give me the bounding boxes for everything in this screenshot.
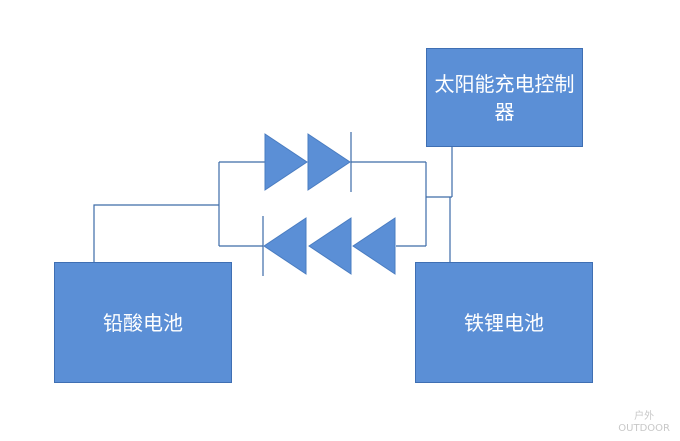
- diode-top-1: [264, 133, 308, 191]
- watermark-line2: OUTDOOR: [618, 423, 670, 434]
- lifepo4-battery-label: 铁锂电池: [464, 310, 544, 335]
- watermark: 户外 OUTDOOR: [618, 411, 670, 435]
- diode-top-2: [307, 133, 351, 191]
- solar-controller-label: 太阳能充电控制器: [434, 71, 575, 124]
- lead-acid-battery-label: 铅酸电池: [103, 310, 183, 335]
- diode-bottom-2: [308, 217, 352, 275]
- lead-acid-battery-box: 铅酸电池: [54, 262, 232, 383]
- diode-bottom-1: [263, 217, 307, 275]
- diode-bottom-3: [352, 217, 396, 275]
- wire-lead-acid: [93, 204, 219, 262]
- lifepo4-battery-box: 铁锂电池: [415, 262, 593, 383]
- solar-controller-box: 太阳能充电控制器: [426, 48, 583, 147]
- watermark-line1: 户外: [634, 411, 655, 422]
